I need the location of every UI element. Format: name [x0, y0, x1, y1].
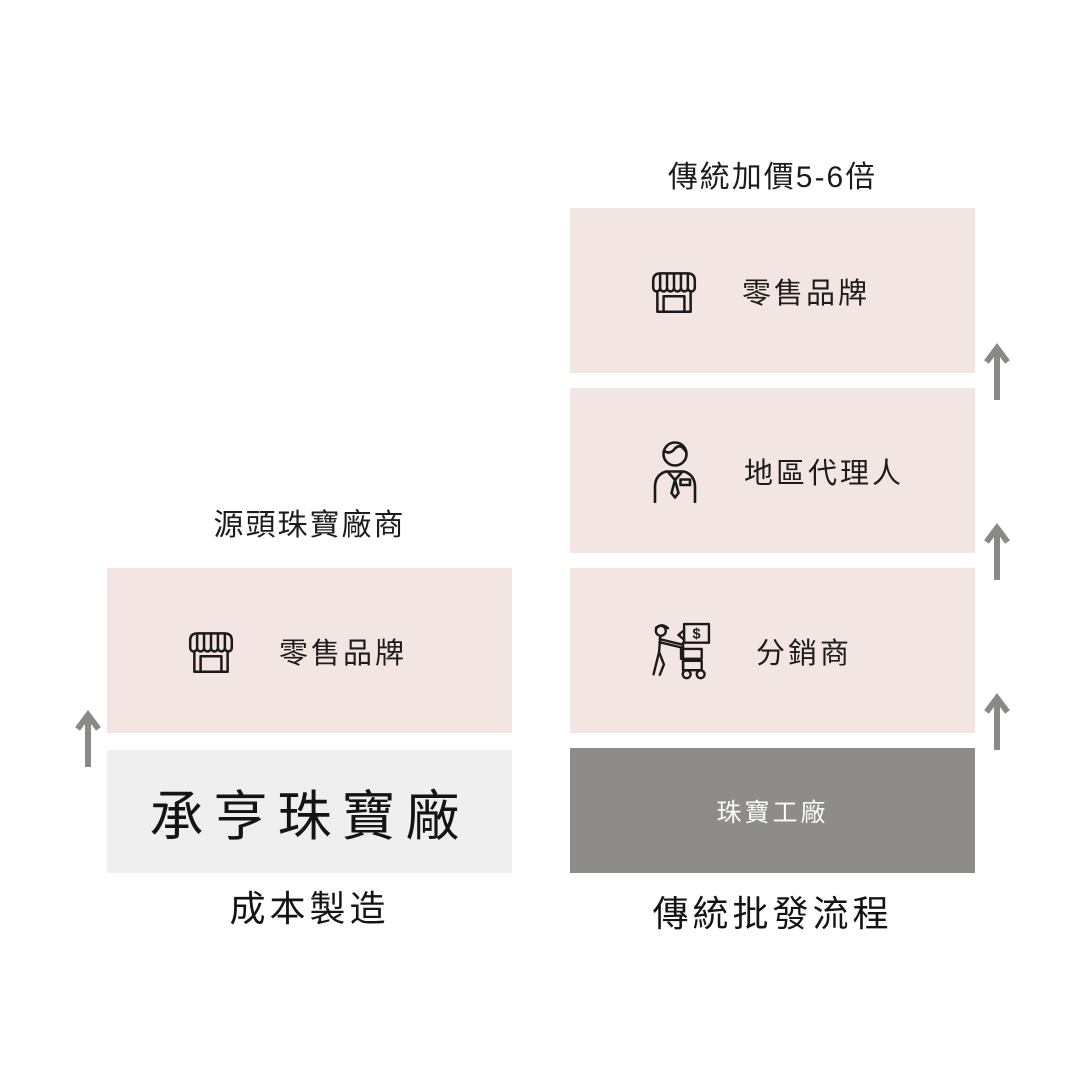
arrow-up-icon: [983, 523, 1011, 581]
left-caption: 成本製造: [229, 888, 390, 929]
agent-icon: [648, 439, 702, 503]
right-retail-box: 零售品牌: [570, 208, 975, 373]
right-caption: 傳統批發流程: [652, 893, 893, 934]
arrow-up-icon: [983, 343, 1011, 401]
left-retail-row: 零售品牌: [107, 627, 407, 675]
storefront-icon: [648, 267, 700, 315]
arrow-up-icon: [74, 710, 102, 768]
right-retail-row: 零售品牌: [570, 267, 870, 315]
wholesale-factory-label: 珠寶工廠: [716, 798, 829, 827]
left-retail-box: 零售品牌: [107, 568, 512, 733]
storefront-icon: [185, 627, 237, 675]
arrow-up-icon: [983, 693, 1011, 751]
right-retail-label: 零售品牌: [742, 277, 871, 310]
dollar-sign: $: [692, 626, 700, 642]
agent-box: 地區代理人: [570, 388, 975, 553]
agent-row: 地區代理人: [570, 439, 904, 503]
distributor-row: $ 分銷商: [570, 621, 852, 681]
distributor-box: $ 分銷商: [570, 568, 975, 733]
source-factory-name: 承亨珠寶廠: [149, 785, 470, 848]
left-column-title: 源頭珠寶廠商: [213, 509, 406, 542]
left-retail-label: 零售品牌: [279, 637, 408, 670]
distributor-label: 分銷商: [756, 637, 853, 670]
source-factory-box: 承亨珠寶廠: [107, 750, 512, 873]
agent-label: 地區代理人: [744, 457, 905, 490]
right-column-title: 傳統加價5-6倍: [667, 161, 878, 194]
distributor-cart-icon: $: [648, 621, 714, 681]
wholesale-factory-box: 珠寶工廠: [570, 748, 975, 873]
